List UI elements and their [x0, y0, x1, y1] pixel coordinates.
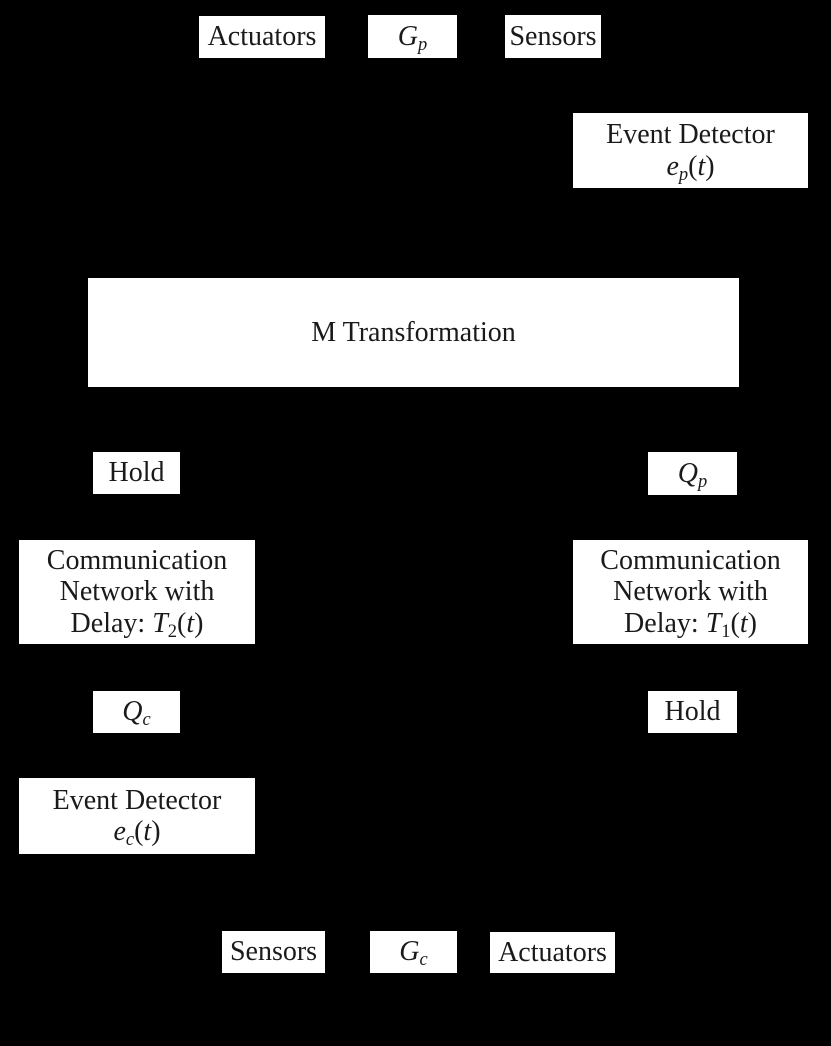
- math-base: Q: [677, 457, 698, 489]
- block-event-detector-controller: Event Detector ec(t): [19, 778, 255, 854]
- event-detector-controller-signal: ec(t): [113, 816, 161, 850]
- math-base: Q: [122, 696, 143, 728]
- math-subscript: c: [142, 709, 151, 730]
- math-close-paren: ): [194, 607, 204, 639]
- block-controller-sensors: Sensors: [222, 931, 325, 973]
- math-base: G: [399, 936, 420, 968]
- block-plant-actuators-label: Actuators: [207, 21, 317, 53]
- event-detector-controller-title: Event Detector: [52, 784, 222, 816]
- math-close-paren: ): [705, 150, 715, 182]
- block-controller-gc: Gc: [370, 931, 457, 973]
- math-variable: t: [143, 816, 152, 847]
- block-controller-sensors-label: Sensors: [229, 936, 318, 968]
- math-open-paren: (: [177, 607, 187, 639]
- block-hold-plant-to-controller: Hold: [648, 691, 737, 733]
- block-event-detector-plant: Event Detector ep(t): [573, 113, 808, 188]
- math-open-paren: (: [134, 816, 144, 847]
- math-variable: t: [697, 150, 706, 182]
- math-open-paren: (: [730, 607, 740, 639]
- math-variable: t: [186, 607, 195, 639]
- block-comm-network-delay-t1: Communication Network with Delay: T1(t): [573, 540, 808, 644]
- block-hold-right-label: Hold: [664, 696, 721, 728]
- math-base: T: [705, 607, 722, 639]
- comm-left-line1: Communication: [46, 544, 228, 576]
- delay-prefix: Delay:: [70, 607, 153, 639]
- math-subscript: c: [125, 829, 135, 850]
- math-subscript: p: [418, 33, 428, 54]
- comm-left-delay-line: Delay: T2(t): [70, 607, 204, 641]
- block-controller-actuators: Actuators: [490, 932, 615, 973]
- math-close-paren: ): [747, 607, 757, 639]
- block-plant-gp-label: Gp: [397, 20, 428, 54]
- event-detector-plant-title: Event Detector: [606, 119, 775, 151]
- block-comm-network-delay-t2: Communication Network with Delay: T2(t): [19, 540, 255, 644]
- math-subscript: 2: [167, 620, 177, 641]
- block-plant-sensors-label: Sensors: [509, 20, 597, 52]
- comm-right-line2: Network with: [613, 576, 768, 608]
- math-variable: t: [739, 607, 748, 639]
- block-plant-actuators: Actuators: [199, 16, 325, 58]
- block-controller-gc-label: Gc: [399, 936, 428, 970]
- math-base: G: [397, 20, 418, 52]
- math-base: e: [113, 816, 126, 847]
- block-controller-actuators-label: Actuators: [498, 936, 607, 968]
- math-subscript: c: [419, 949, 428, 970]
- math-subscript: p: [678, 163, 689, 184]
- math-base: e: [666, 150, 679, 182]
- math-close-paren: ): [151, 816, 161, 847]
- block-quantizer-controller: Qc: [93, 691, 180, 733]
- block-plant-gp: Gp: [368, 15, 457, 58]
- block-plant-sensors: Sensors: [505, 15, 601, 58]
- math-base: T: [152, 607, 168, 639]
- event-detector-plant-signal: ep(t): [666, 150, 715, 184]
- block-qc-label: Qc: [122, 696, 151, 730]
- block-hold-left-label: Hold: [108, 457, 165, 489]
- delay-prefix: Delay:: [624, 607, 706, 639]
- comm-right-delay-line: Delay: T1(t): [624, 607, 757, 641]
- block-qp-label: Qp: [677, 457, 708, 491]
- math-open-paren: (: [688, 150, 698, 182]
- block-quantizer-plant: Qp: [648, 452, 737, 495]
- block-m-transformation: M Transformation: [88, 278, 739, 387]
- comm-left-line2: Network with: [59, 576, 215, 608]
- block-hold-controller-to-plant: Hold: [93, 452, 180, 494]
- comm-right-line1: Communication: [600, 544, 781, 576]
- block-m-transformation-label: M Transformation: [311, 316, 516, 348]
- math-subscript: p: [698, 470, 708, 491]
- math-subscript: 1: [721, 620, 731, 641]
